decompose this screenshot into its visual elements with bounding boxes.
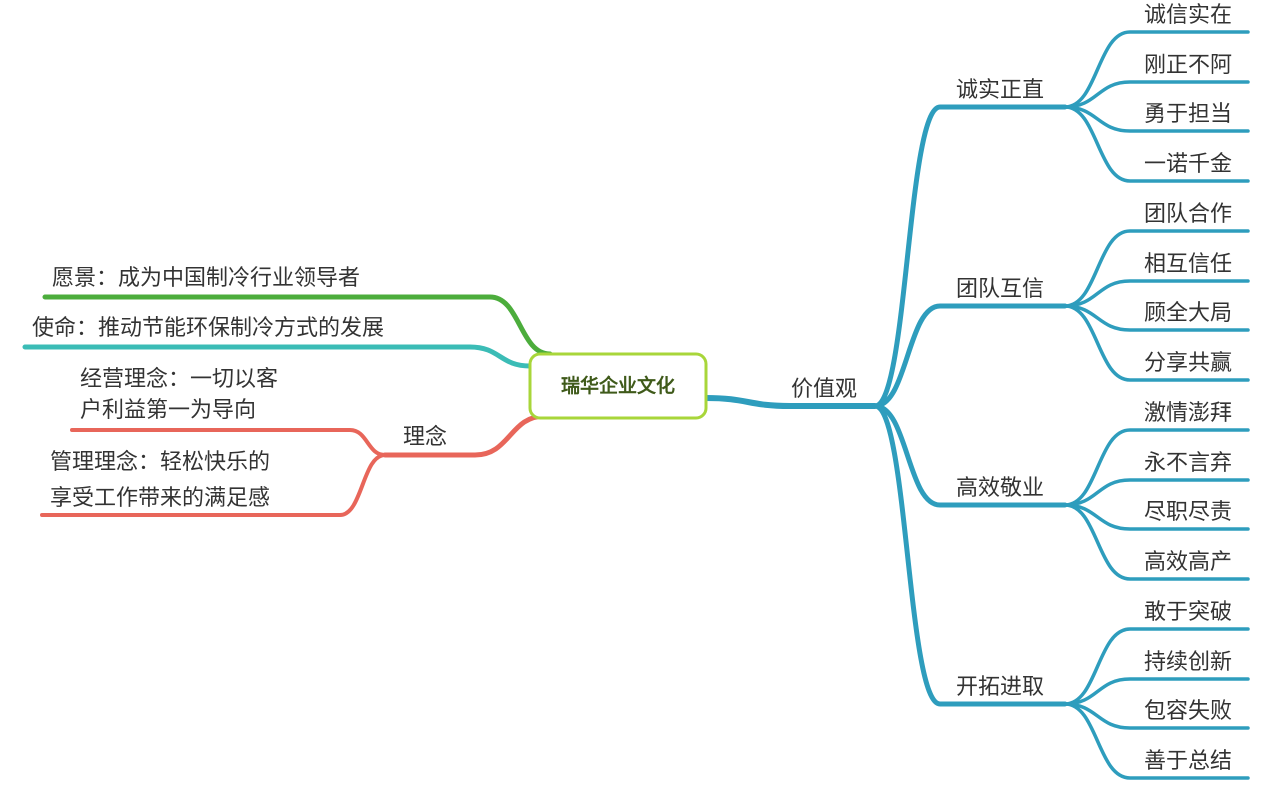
connector-group-3-item-4 xyxy=(1063,503,1250,581)
connector-group-1-item-1 xyxy=(1063,30,1250,109)
connector-group-1-item-4 xyxy=(1063,105,1250,183)
connector-values-group-1 xyxy=(872,104,1068,409)
connector-group-4-item-4 xyxy=(1063,702,1250,780)
connector-group-2-item-4 xyxy=(1063,304,1250,382)
connector-group-2-item-1 xyxy=(1063,229,1250,308)
values-group-2-item-4[interactable]: 分享共赢 xyxy=(1144,351,1232,376)
connector-root-mission xyxy=(22,344,533,369)
connector-group-2-item-2 xyxy=(1063,279,1250,308)
values-group-2-label[interactable]: 团队互信 xyxy=(956,277,1044,302)
root-node[interactable]: 瑞华企业文化 xyxy=(528,352,708,420)
philosophy-item-2-line-1[interactable]: 管理理念：轻松快乐的 xyxy=(50,450,270,475)
connector-root-values xyxy=(703,395,878,409)
connector-philosophy-item-2 xyxy=(40,453,387,517)
values-group-1-item-1[interactable]: 诚信实在 xyxy=(1144,3,1232,28)
connector-group-4-item-2 xyxy=(1063,677,1250,706)
values-group-1-item-4[interactable]: 一诺千金 xyxy=(1144,152,1232,177)
connector-values-group-2 xyxy=(872,303,1068,409)
values-group-2-item-3[interactable]: 顾全大局 xyxy=(1144,301,1232,326)
values-group-4-item-1[interactable]: 敢于突破 xyxy=(1144,600,1232,625)
connector-root-philosophy xyxy=(382,413,548,458)
values-group-3-item-3[interactable]: 尽职尽责 xyxy=(1144,500,1232,525)
values-group-4-label[interactable]: 开拓进取 xyxy=(956,675,1044,700)
mission-branch-label[interactable]: 使命：推动节能环保制冷方式的发展 xyxy=(32,316,384,341)
philosophy-branch-label[interactable]: 理念 xyxy=(403,425,447,450)
philosophy-item-1-line-1[interactable]: 经营理念：一切以客 xyxy=(80,367,278,392)
values-group-3-item-2[interactable]: 永不言弃 xyxy=(1144,451,1232,476)
values-branch-label[interactable]: 价值观 xyxy=(791,377,857,402)
connector-group-1-item-2 xyxy=(1063,80,1250,109)
philosophy-item-2-line-2[interactable]: 享受工作带来的满足感 xyxy=(50,486,270,511)
values-group-1-item-2[interactable]: 刚正不阿 xyxy=(1144,53,1232,78)
values-group-1-item-3[interactable]: 勇于担当 xyxy=(1144,102,1232,127)
mind-map-connectors xyxy=(22,30,1250,780)
values-group-4-item-3[interactable]: 包容失败 xyxy=(1144,699,1232,724)
values-group-1-label[interactable]: 诚实正直 xyxy=(956,78,1044,103)
values-group-2-item-2[interactable]: 相互信任 xyxy=(1144,252,1232,277)
values-group-3-item-4[interactable]: 高效高产 xyxy=(1144,550,1232,575)
connector-group-3-item-1 xyxy=(1063,428,1250,507)
connector-group-4-item-1 xyxy=(1063,627,1250,706)
root-node-box[interactable] xyxy=(528,352,708,420)
values-group-4-item-2[interactable]: 持续创新 xyxy=(1144,650,1232,675)
vision-branch-label[interactable]: 愿景：成为中国制冷行业领导者 xyxy=(52,266,360,291)
connector-group-3-item-2 xyxy=(1063,478,1250,507)
values-group-3-item-1[interactable]: 激情澎拜 xyxy=(1144,401,1232,426)
connector-values-group-3 xyxy=(872,403,1068,508)
root-node-label: 瑞华企业文化 xyxy=(561,374,675,397)
values-group-3-label[interactable]: 高效敬业 xyxy=(956,476,1044,501)
values-group-4-item-4[interactable]: 善于总结 xyxy=(1144,749,1232,774)
connector-root-vision xyxy=(42,294,553,357)
connector-values-group-4 xyxy=(872,403,1068,707)
philosophy-item-1-line-2[interactable]: 户利益第一为导向 xyxy=(80,398,256,423)
values-group-2-item-1[interactable]: 团队合作 xyxy=(1144,202,1232,227)
